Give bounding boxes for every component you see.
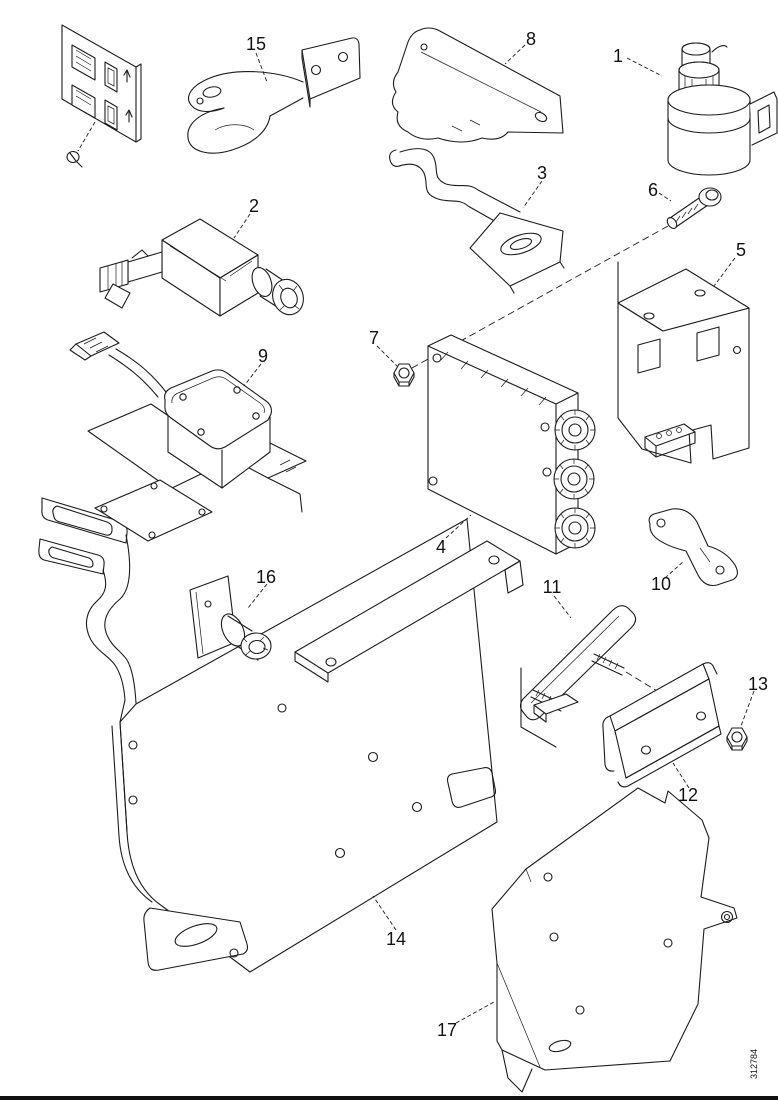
callout-17: 17 xyxy=(437,1020,457,1040)
callout-5: 5 xyxy=(736,240,746,260)
leader-lines xyxy=(233,44,755,1024)
callout-8: 8 xyxy=(526,29,536,49)
part-15-clip-bracket xyxy=(187,37,361,154)
callout-4: 4 xyxy=(436,537,446,557)
module-connector-2 xyxy=(553,458,595,500)
part-11-stud-bracket xyxy=(519,605,668,748)
drawing-number: 312784 xyxy=(749,1049,759,1079)
module-connector-3 xyxy=(554,507,596,549)
part-17-lower-plate xyxy=(491,787,738,1093)
callout-11: 11 xyxy=(543,577,562,597)
part-6-bolt xyxy=(666,187,722,229)
part-7-nut xyxy=(393,363,415,387)
part-1-solenoid xyxy=(667,42,778,176)
part-9-junction-box-assembly xyxy=(69,331,307,542)
callout-16: 16 xyxy=(256,567,276,587)
callout-15: 15 xyxy=(246,34,266,54)
connector-panel xyxy=(61,24,142,143)
callout-9: 9 xyxy=(258,346,268,366)
callout-14: 14 xyxy=(386,929,406,949)
callout-6: 6 xyxy=(648,180,658,200)
part-2-pressure-switch xyxy=(99,218,304,317)
callout-2: 2 xyxy=(249,196,259,216)
part-13-nut xyxy=(726,727,748,751)
module-connector-1 xyxy=(554,409,596,451)
part-16-connector-bracket xyxy=(189,575,272,661)
page-bottom-border xyxy=(0,1096,778,1100)
part-4-control-module xyxy=(427,334,596,555)
callout-1: 1 xyxy=(613,46,623,66)
stud-axis-line xyxy=(625,671,668,698)
part-10-strap-clip xyxy=(648,508,738,587)
callout-3: 3 xyxy=(537,163,547,183)
panel-screw xyxy=(66,121,96,168)
part-3-formed-bracket xyxy=(389,148,565,294)
part-5-angle-bracket xyxy=(617,261,750,464)
part-12-channel-bracket xyxy=(602,662,722,788)
part-14-mounting-plate xyxy=(38,497,524,973)
callout-13: 13 xyxy=(748,674,768,694)
part-8-curved-bracket xyxy=(391,27,564,143)
callout-10: 10 xyxy=(651,574,671,594)
callout-labels: 1 2 3 4 5 6 7 8 9 10 11 12 13 14 15 16 1… xyxy=(246,29,768,1040)
callout-12: 12 xyxy=(678,785,698,805)
callout-7: 7 xyxy=(369,328,379,348)
